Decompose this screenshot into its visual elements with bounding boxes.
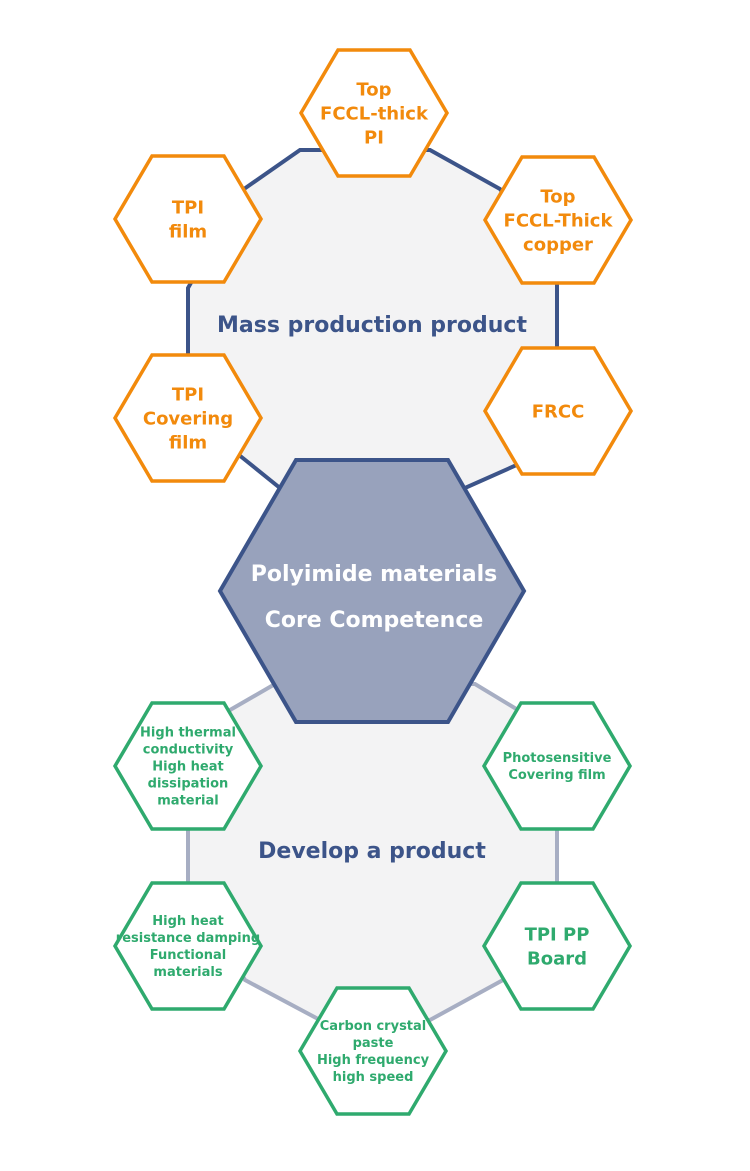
develop-product-high-heat-resistance-damping-line-2: resistance damping [116, 931, 260, 946]
develop-product-tpi-pp-board: TPI PP Board [481, 881, 633, 1011]
mass-product-frcc: FRCC [482, 346, 634, 476]
mass-product-tpi-film: TPI film [112, 154, 264, 284]
develop-product-carbon-crystal-paste-line-3: High frequency [317, 1053, 430, 1068]
develop-product-hexagon [481, 701, 633, 831]
mass-product-tpi-covering-film-line-2: Covering [143, 408, 233, 429]
mass-product-hexagon [112, 353, 264, 483]
mass-product-top-fccl-thick-copper-line-1: Top [540, 186, 575, 207]
mass-product-top-fccl-thick-copper-line-3: copper [523, 234, 593, 255]
develop-product-high-heat-resistance-damping-line-3: Functional [150, 948, 227, 963]
mass-product-hexagon [112, 154, 264, 284]
develop-product-tpi-pp-board-line-1: TPI PP [525, 924, 590, 945]
mass-product-hexagon [482, 346, 634, 476]
mass-product-top-fccl-thick-pi-line-1: Top [356, 79, 391, 100]
develop-product-hexagon [481, 881, 633, 1011]
develop-product-photosensitive-covering-film-line-1: Photosensitive [503, 751, 612, 766]
core-label-line-2: Core Competence [265, 608, 484, 633]
develop-product-high-thermal-conductivity-line-1: High thermal [140, 726, 236, 741]
mass-product-top-fccl-thick-pi-line-2: FCCL-thick [320, 103, 429, 124]
mass-product-tpi-film-line-2: film [169, 221, 207, 242]
develop-product-carbon-crystal-paste-line-2: paste [353, 1036, 394, 1051]
develop-product-high-heat-resistance-damping-line-4: materials [153, 965, 222, 980]
develop-product-high-heat-resistance-damping-line-1: High heat [152, 914, 223, 929]
core-label-line-1: Polyimide materials [251, 562, 498, 587]
mass-product-tpi-covering-film-line-3: film [169, 432, 207, 453]
develop-product-high-thermal-conductivity-line-2: conductivity [143, 743, 234, 758]
develop-product-high-thermal-conductivity-line-3: High heat [152, 760, 223, 775]
develop-product-high-thermal-conductivity-line-5: material [157, 794, 218, 809]
mass-product-tpi-film-line-1: TPI [172, 197, 204, 218]
develop-product-tpi-pp-board-line-2: Board [527, 948, 587, 969]
mass-product-top-fccl-thick-pi-line-3: PI [364, 127, 384, 148]
mass-product-frcc-line-1: FRCC [532, 401, 585, 422]
develop-product-carbon-crystal-paste-line-1: Carbon crystal [320, 1019, 427, 1034]
mass-product-tpi-covering-film: TPI Covering film [112, 353, 264, 483]
mass-product-hexagon [298, 48, 450, 178]
mass-product-hexagon [482, 155, 634, 285]
develop-product-carbon-crystal-paste-line-4: high speed [333, 1070, 414, 1085]
develop-title: Develop a product [258, 839, 486, 864]
mass-product-tpi-covering-film-line-1: TPI [172, 384, 204, 405]
develop-product-hexagon [112, 881, 264, 1011]
develop-product-hexagon [297, 986, 449, 1116]
mass-product-top-fccl-thick-copper-line-2: FCCL-Thick [504, 210, 614, 231]
mass-production-title: Mass production product [217, 313, 527, 338]
core-hexagon-shape [217, 458, 527, 724]
develop-product-high-thermal-conductivity-line-4: dissipation [148, 777, 229, 792]
develop-product-photosensitive-covering-film-line-2: Covering film [508, 768, 605, 783]
develop-product-hexagon [112, 701, 264, 831]
